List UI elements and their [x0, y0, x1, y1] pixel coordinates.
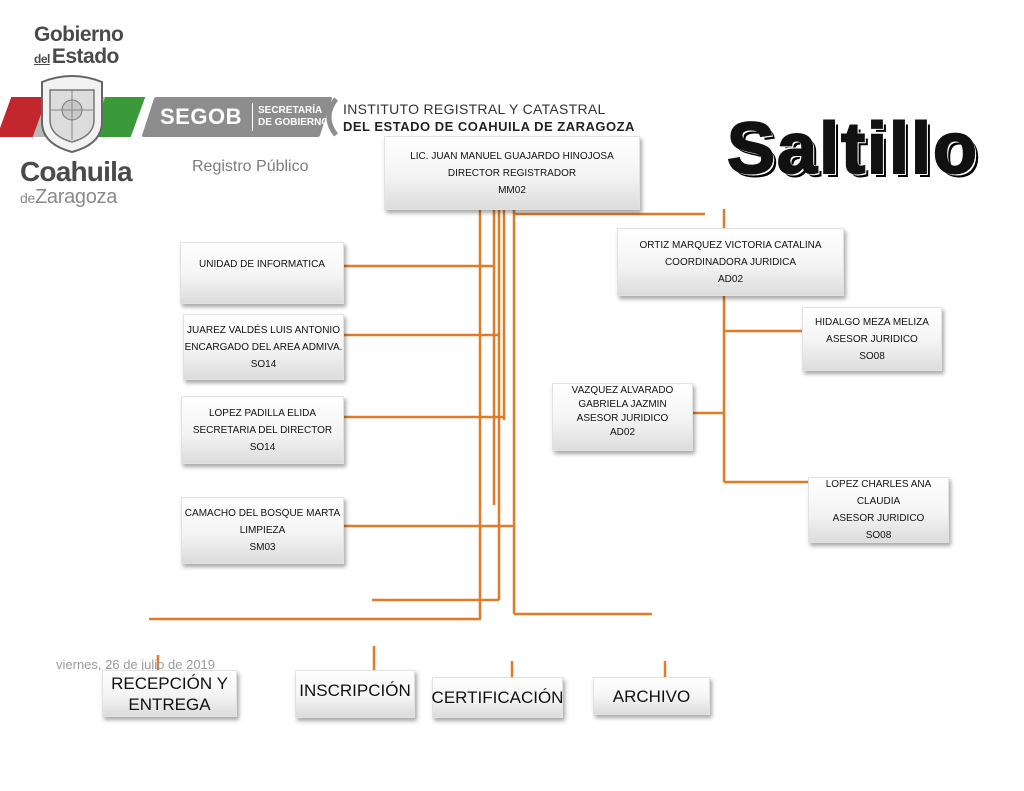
- zaragoza-word: Zaragoza: [34, 186, 118, 208]
- vazquez-code: AD02: [609, 427, 635, 438]
- gobierno-estado-logo-text: Gobierno delEstado: [34, 23, 124, 70]
- hidalgo-title: ASESOR JURIDICO: [826, 333, 918, 345]
- admin-code: SO14: [250, 358, 277, 370]
- secretaria-title: SECRETARIA DEL DIRECTOR: [192, 424, 333, 436]
- vazquez-name-1: VAZQUEZ ALVARADO: [571, 385, 674, 396]
- archivo-label: ARCHIVO: [612, 686, 691, 706]
- del-word: del: [34, 52, 50, 66]
- gobierno-word: Gobierno: [34, 23, 124, 46]
- hidalgo-name: HIDALGO MEZA MELIZA: [815, 316, 929, 328]
- admin-box[interactable]: JUAREZ VALDÉS LUIS ANTONIO ENCARGADO DEL…: [183, 314, 344, 380]
- segob-word: SEGOB: [160, 104, 242, 129]
- director-code: MM02: [498, 184, 526, 196]
- informatica-name: UNIDAD DE INFORMATICA: [199, 258, 325, 270]
- asesor-lopez-charles-box[interactable]: LOPEZ CHARLES ANA CLAUDIA ASESOR JURIDIC…: [808, 477, 949, 543]
- registro-publico-label: Registro Público: [192, 158, 309, 175]
- de-word: de: [20, 190, 35, 206]
- informatica-box[interactable]: UNIDAD DE INFORMATICA: [180, 242, 344, 304]
- limpieza-title: LIMPIEZA: [239, 525, 286, 536]
- admin-name: JUAREZ VALDÉS LUIS ANTONIO: [186, 324, 340, 336]
- hidalgo-code: SO08: [859, 350, 885, 362]
- inscripcion-label: INSCRIPCIÓN: [299, 680, 411, 700]
- director-name: LIC. JUAN MANUEL GUAJARDO HINOJOSA: [410, 150, 614, 162]
- recepcion-entrega-box[interactable]: RECEPCIÓN Y ENTREGA: [102, 670, 237, 717]
- admin-title: ENCARGADO DEL AREA ADMIVA.: [184, 341, 343, 353]
- coordinadora-name: ORTIZ MARQUEZ VICTORIA CATALINA: [639, 239, 822, 251]
- lopez-charles-code: SO08: [865, 530, 892, 541]
- limpieza-name: CAMACHO DEL BOSQUE MARTA: [184, 508, 341, 519]
- certificacion-box[interactable]: CERTIFICACIÓN: [432, 677, 563, 718]
- lopez-charles-name: LOPEZ CHARLES ANA CLAUDIA: [825, 479, 932, 507]
- vazquez-title: ASESOR JURIDICO: [576, 413, 669, 424]
- asesor-hidalgo-box[interactable]: HIDALGO MEZA MELIZA ASESOR JURIDICO SO08: [802, 307, 942, 371]
- footer-date: viernes, 26 de julio de 2019: [56, 657, 216, 672]
- lopez-charles-title: ASESOR JURIDICO: [832, 513, 925, 524]
- del-estado-line: delEstado: [34, 46, 123, 70]
- secretaria-line1: SECRETARÍA: [258, 105, 323, 116]
- instituto-line2: DEL ESTADO DE COAHUILA DE ZARAGOZA: [343, 119, 635, 134]
- segob-crescent-icon: [326, 97, 338, 137]
- director-box[interactable]: LIC. JUAN MANUEL GUAJARDO HINOJOSA DIREC…: [384, 136, 640, 210]
- coordinadora-box[interactable]: ORTIZ MARQUEZ VICTORIA CATALINA COORDINA…: [617, 228, 844, 296]
- secretaria-box[interactable]: LOPEZ PADILLA ELIDA SECRETARIA DEL DIREC…: [181, 396, 344, 464]
- connector-group: [149, 205, 808, 678]
- limpieza-code: SM03: [249, 542, 276, 553]
- segob-separator: [252, 103, 253, 131]
- coat-of-arms-icon: [41, 75, 103, 154]
- limpieza-box[interactable]: CAMACHO DEL BOSQUE MARTA LIMPIEZA SM03: [181, 497, 344, 564]
- inscripcion-box[interactable]: INSCRIPCIÓN: [295, 670, 415, 718]
- director-title: DIRECTOR REGISTRADOR: [447, 167, 577, 179]
- recepcion-line1: RECEPCIÓN Y: [111, 673, 228, 693]
- certificacion-label: CERTIFICACIÓN: [431, 688, 564, 707]
- secretaria-line2: DE GOBIERNO: [258, 117, 330, 128]
- instituto-line1: INSTITUTO REGISTRAL Y CATASTRAL: [343, 101, 606, 117]
- asesor-vazquez-box[interactable]: VAZQUEZ ALVARADO GABRIELA JAZMIN ASESOR …: [552, 383, 693, 451]
- estado-word: Estado: [51, 45, 120, 68]
- vazquez-name-2: GABRIELA JAZMIN: [578, 399, 667, 410]
- secretaria-gobierno: SECRETARÍA DE GOBIERNO: [258, 105, 329, 129]
- secretaria-code: SO14: [249, 441, 276, 453]
- de-zaragoza-line: deZaragoza: [20, 186, 117, 209]
- coordinadora-title: COORDINADORA JURIDICA: [664, 256, 797, 268]
- coahuila-word: Coahuila: [20, 156, 133, 187]
- city-title: Saltillo: [726, 108, 980, 190]
- recepcion-line2: ENTREGA: [128, 694, 211, 714]
- coordinadora-code: AD02: [717, 273, 743, 285]
- secretaria-name: LOPEZ PADILLA ELIDA: [208, 407, 317, 419]
- archivo-box[interactable]: ARCHIVO: [593, 677, 710, 715]
